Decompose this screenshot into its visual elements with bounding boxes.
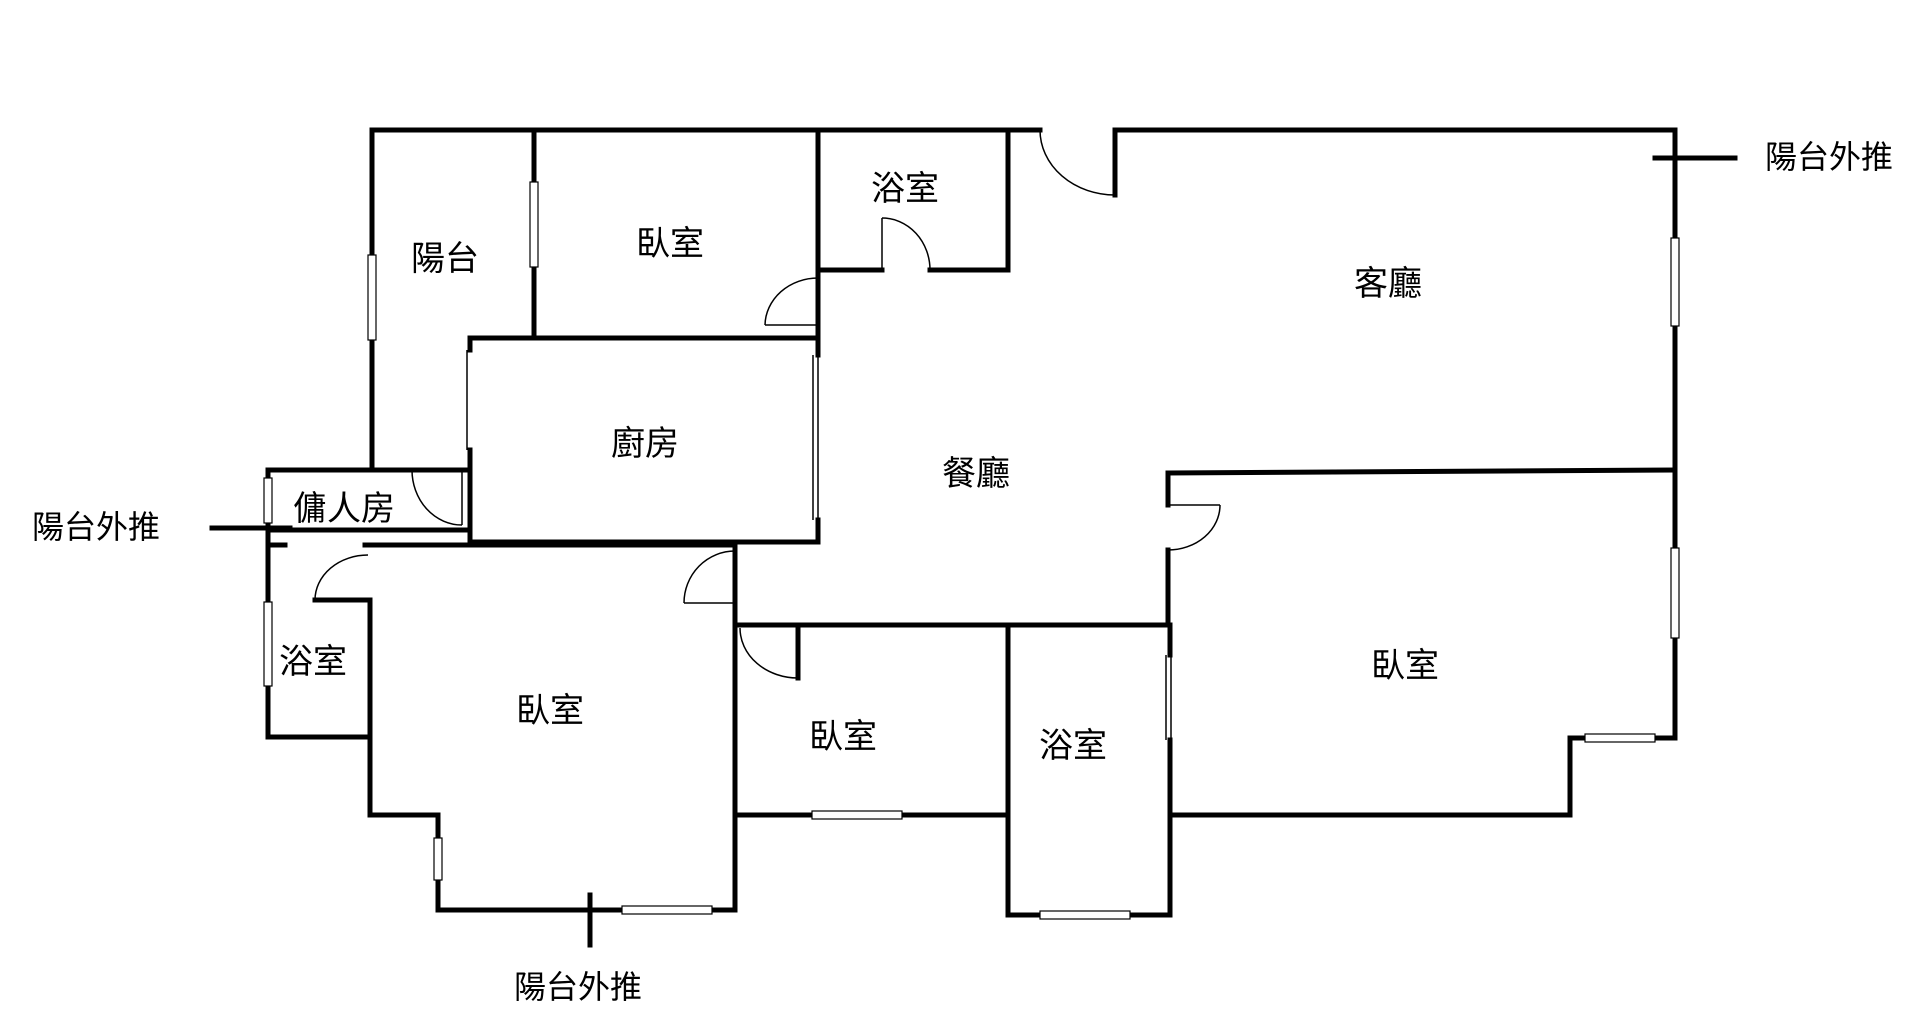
window bbox=[1039, 910, 1131, 920]
window bbox=[529, 181, 539, 268]
room-labels: 陽台 臥室 浴室 客廳 廚房 餐廳 傭人房 浴室 臥室 臥室 浴室 臥室 bbox=[279, 169, 1439, 766]
thin-partitions bbox=[466, 350, 1172, 740]
window bbox=[1670, 547, 1680, 639]
wall-bath-left bbox=[265, 527, 373, 740]
door-swing bbox=[764, 277, 819, 326]
room-label-bath-top: 浴室 bbox=[871, 169, 939, 209]
door-swing bbox=[411, 469, 463, 526]
room-label-dining: 餐廳 bbox=[942, 454, 1010, 494]
windows bbox=[263, 181, 1680, 920]
doors bbox=[314, 129, 1221, 679]
window bbox=[263, 601, 273, 687]
extension-markers bbox=[209, 155, 1738, 948]
room-label-bedroom-top: 臥室 bbox=[636, 224, 704, 264]
window bbox=[367, 254, 377, 341]
room-label-living: 客廳 bbox=[1354, 264, 1422, 304]
walls bbox=[265, 127, 1678, 918]
door-swing bbox=[739, 627, 799, 679]
room-label-bedroom-right: 臥室 bbox=[1371, 646, 1439, 686]
door-swing bbox=[1039, 129, 1116, 196]
room-label-bedroom-bottom-left: 臥室 bbox=[516, 691, 584, 731]
window bbox=[1584, 733, 1656, 743]
wall-bath-bottom bbox=[1005, 622, 1173, 918]
wall-living-bottom bbox=[1165, 467, 1678, 476]
wall-right-bottom bbox=[1167, 735, 1678, 818]
annotation-balcony-extension-bottom: 陽台外推 bbox=[514, 968, 642, 1006]
window bbox=[1670, 237, 1680, 327]
door-swing bbox=[683, 550, 736, 604]
window bbox=[263, 477, 273, 524]
room-label-bath-bottom: 浴室 bbox=[1039, 726, 1107, 766]
annotations: 陽台外推 陽台外推 陽台外推 bbox=[32, 138, 1893, 1006]
room-label-balcony: 陽台 bbox=[411, 239, 479, 279]
wall-kitchen-bottom bbox=[467, 517, 821, 545]
wall-bath-top-2 bbox=[927, 127, 1011, 273]
door-swing bbox=[314, 554, 369, 601]
window bbox=[621, 905, 713, 915]
room-label-kitchen: 廚房 bbox=[611, 424, 679, 464]
window bbox=[433, 837, 443, 881]
room-label-maid-room: 傭人房 bbox=[293, 489, 395, 529]
annotation-balcony-extension-left: 陽台外推 bbox=[32, 508, 160, 546]
annotation-balcony-extension-right: 陽台外推 bbox=[1765, 138, 1893, 176]
window bbox=[811, 810, 903, 820]
room-label-bath-left: 浴室 bbox=[279, 642, 347, 682]
door-swing bbox=[881, 217, 931, 271]
door-swing bbox=[1167, 504, 1221, 551]
room-label-bedroom-bottom-mid: 臥室 bbox=[809, 717, 877, 757]
